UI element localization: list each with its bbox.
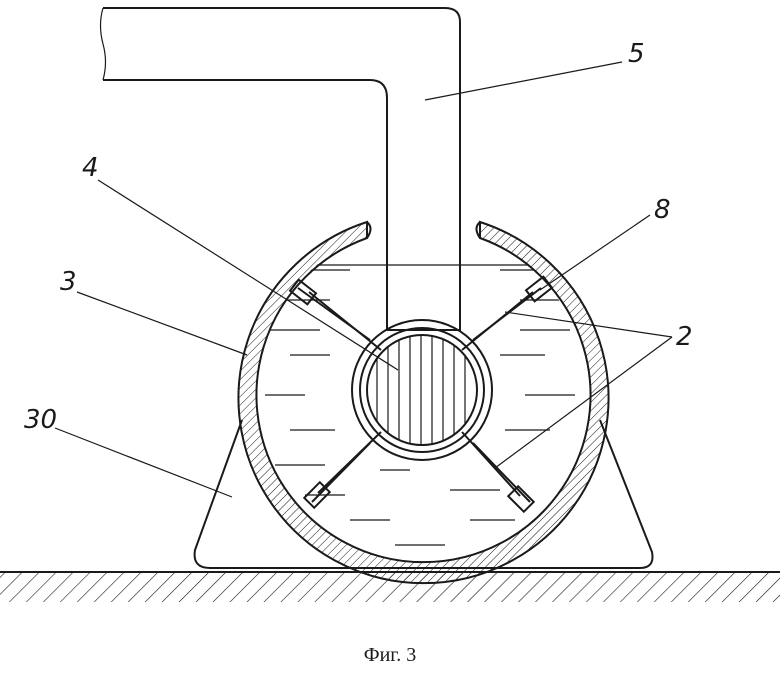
label-5: 5 (628, 39, 645, 69)
label-2: 2 (676, 322, 693, 352)
inner-tube (352, 320, 492, 460)
label-4: 4 (82, 153, 99, 183)
label-3: 3 (60, 267, 77, 297)
core-rod (367, 330, 477, 450)
figure-caption: Фиг. 3 (0, 644, 780, 667)
label-8: 8 (654, 195, 671, 225)
leader-lines (55, 62, 672, 497)
label-30: 30 (24, 405, 57, 435)
figure-drawing: 5 4 8 3 2 30 (0, 0, 780, 640)
vessel-wall (239, 222, 609, 583)
pipe-break-edge (101, 8, 106, 80)
